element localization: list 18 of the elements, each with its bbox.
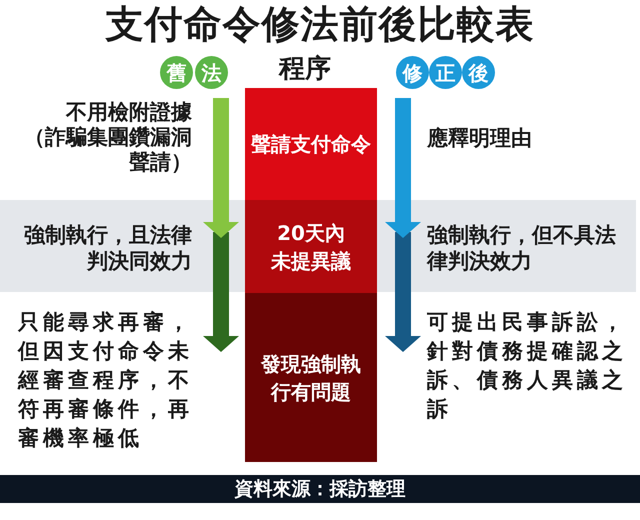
heading-circle: 正 (429, 56, 462, 89)
heading-circle: 後 (462, 56, 495, 89)
source-note: 資料來源：採訪整理 (234, 477, 406, 501)
comparison-text: 應釋明理由 (427, 126, 532, 151)
comparison-text: 強制執行，但不具法律判決效力 (427, 222, 617, 274)
comparison-text: 可提出民事訴訟，針對債務提確認之訴、債務人異議之訴 (427, 309, 628, 423)
comparison-text: 強制執行，且法律判決同效力 (23, 222, 192, 274)
process-box: 發現強制執行有問題 (245, 293, 377, 462)
heading-circle: 法 (195, 56, 228, 89)
process-box: 20天內未提異議 (245, 200, 377, 293)
comparison-text: 不用檢附證據 (66, 100, 192, 125)
column-heading: 程序 (279, 53, 331, 85)
heading-circle: 舊 (160, 56, 193, 89)
process-box: 聲請支付命令 (245, 88, 377, 200)
comparison-text: （詐騙集團鑽漏洞聲請） (23, 125, 192, 175)
heading-circle: 修 (396, 56, 429, 89)
comparison-text: 只能尋求再審，但因支付命令未經審查程序，不符再審條件，再審機率極低 (18, 309, 194, 452)
title: 支付命令修法前後比較表 (106, 3, 534, 45)
